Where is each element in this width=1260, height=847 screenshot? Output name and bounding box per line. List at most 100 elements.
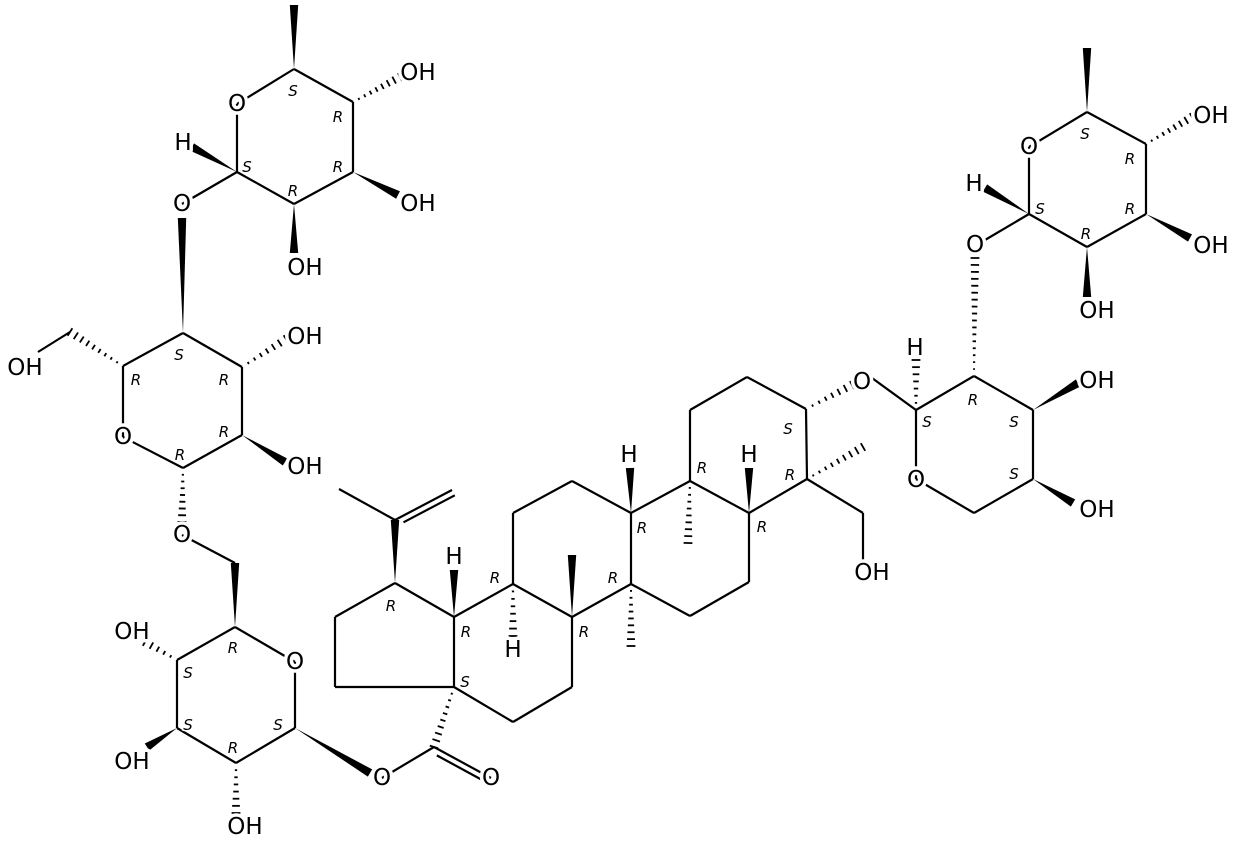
hash-stroke — [848, 450, 854, 458]
wedge-bond — [242, 435, 288, 466]
single-bond — [381, 746, 435, 779]
single-bond — [512, 686, 573, 723]
hash-stroke — [357, 97, 361, 101]
atom-label: O — [114, 424, 132, 450]
hash-stroke — [1177, 120, 1184, 128]
single-bond — [1028, 213, 1088, 248]
atom-label: H — [445, 544, 462, 570]
hashed-bond — [683, 486, 693, 545]
hashed-bond — [508, 590, 518, 637]
single-bond — [182, 332, 243, 368]
single-bond — [512, 583, 573, 618]
stereo-descriptor: R — [219, 423, 229, 441]
hashed-bond — [246, 334, 290, 365]
single-bond — [973, 478, 1034, 514]
stereo-descriptor: R — [131, 371, 141, 389]
wedge-bond — [289, 5, 299, 69]
stereo-descriptor: S — [460, 673, 470, 691]
wedge-bond — [982, 184, 1029, 214]
hash-stroke — [391, 76, 397, 85]
atom-label: H — [174, 130, 191, 156]
stereo-descriptor: S — [183, 664, 193, 682]
single-bond — [122, 436, 184, 469]
hash-stroke — [1161, 131, 1166, 137]
atom-label: OH — [1193, 103, 1228, 129]
atom-label: OH — [287, 255, 322, 281]
atom-label: O — [482, 765, 500, 791]
hashed-bond — [970, 257, 980, 370]
stereo-descriptor: S — [922, 413, 932, 431]
single-bond — [915, 375, 975, 411]
hash-stroke — [72, 331, 79, 340]
stereo-descriptor: S — [1080, 125, 1090, 143]
stereo-descriptor: S — [288, 82, 298, 100]
single-bond — [37, 331, 71, 353]
single-bond — [234, 626, 296, 663]
stereo-descriptor: S — [783, 420, 793, 438]
wedge-bond — [744, 468, 754, 513]
bonds-layer — [37, 5, 1196, 814]
wedge-bond — [1146, 214, 1193, 242]
hash-stroke — [363, 93, 367, 98]
stereo-descriptor: S — [1009, 413, 1019, 431]
hash-stroke — [258, 352, 263, 358]
hash-stroke — [434, 731, 443, 736]
hashed-bond — [811, 442, 866, 477]
atom-label: O — [286, 649, 304, 675]
hash-stroke — [823, 396, 828, 402]
single-bond — [182, 434, 243, 469]
wedge-bond — [289, 204, 299, 253]
double-bond-second-line — [402, 494, 456, 524]
stereo-descriptor: R — [175, 446, 185, 464]
stereo-descriptor: S — [273, 716, 283, 734]
stereo-descriptor: R — [1125, 200, 1135, 218]
atom-label: OH — [7, 355, 42, 381]
hash-stroke — [442, 712, 448, 716]
atom-label: H — [906, 335, 923, 361]
atom-label: H — [504, 637, 521, 663]
stereo-descriptor: S — [183, 716, 193, 734]
hash-stroke — [380, 83, 385, 90]
hash-stroke — [162, 650, 167, 656]
hash-stroke — [246, 361, 250, 365]
hash-stroke — [854, 446, 860, 455]
hash-stroke — [811, 474, 815, 477]
single-bond — [338, 488, 396, 521]
stereo-descriptor: S — [1035, 200, 1045, 218]
stereo-descriptor: R — [1081, 225, 1091, 243]
atom-label: H — [620, 442, 637, 468]
single-bond — [293, 68, 354, 103]
hash-stroke — [103, 352, 108, 357]
stereo-descriptor: R — [637, 519, 647, 537]
atom-label: OH — [400, 60, 435, 86]
wedge-bond — [567, 555, 577, 617]
stereo-descriptor: R — [333, 108, 343, 126]
atom-label: O — [173, 191, 191, 217]
wedge-bond — [295, 728, 373, 777]
atom-label: H — [965, 171, 982, 197]
stereo-descriptor: R — [386, 597, 396, 615]
hashed-bond — [429, 692, 454, 750]
double-bond-second-line — [436, 754, 489, 785]
single-bond — [394, 582, 455, 618]
atom-label: OH — [400, 191, 435, 217]
hash-stroke — [264, 348, 270, 354]
atom-label: O — [853, 369, 871, 395]
hash-stroke — [437, 725, 444, 729]
hash-stroke — [835, 458, 841, 465]
hash-stroke — [432, 738, 441, 743]
hash-stroke — [823, 466, 828, 471]
wedge-bond — [449, 570, 459, 617]
stereo-descriptor: R — [968, 391, 978, 409]
hash-stroke — [374, 86, 379, 93]
hash-stroke — [109, 356, 113, 361]
atom-label: OH — [1079, 298, 1114, 324]
single-bond — [181, 171, 238, 205]
hash-stroke — [440, 718, 446, 723]
hashed-bond — [177, 473, 187, 523]
hashed-bond — [911, 359, 921, 404]
single-bond — [804, 408, 809, 480]
atom-label: O — [228, 91, 246, 117]
